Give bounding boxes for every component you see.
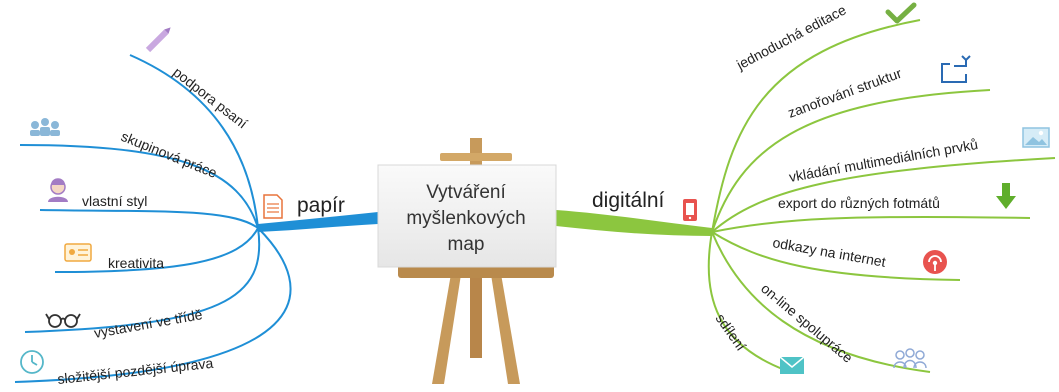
branch-line-skupinova-prace [19,144,259,229]
branch-line-editace [711,19,921,233]
branch-line-odkazy [711,231,961,281]
clock-icon [20,350,44,374]
branch-line-sdileni [707,231,786,371]
branch-label-editace: jednoduchá editace [733,1,849,73]
branch-label-vlastni-styl: vlastní styl [82,193,147,209]
branch-line-vystaveni [24,227,261,333]
branch-label-podpora-psani: podpora psaní [170,64,250,132]
branch-label-online: on-line spolupráce [758,280,856,366]
easel: Vytváření myšlenkových map [377,138,557,384]
right-branches [707,19,1056,373]
center-line-1: Vytváření [426,182,506,203]
image-icon [1022,127,1050,148]
board [377,164,557,268]
download-icon [996,183,1016,209]
broadcast-icon [923,250,947,274]
branch-label-vkladani: vkládání multimediálních prvků [788,136,979,185]
branch-label-skupinova-prace: skupinová práce [119,128,220,181]
glasses-icon [45,313,81,328]
branch-label-vystaveni: vystavení ve třídě [93,306,204,341]
person-icon [48,178,68,202]
branch-line-podpora-psani [129,54,259,229]
branch-line-kreativita [54,227,259,273]
nesting-icon [941,55,971,83]
people-icon [893,348,927,369]
easel-leg-right [490,268,520,384]
branch-label-slozitejsi: složitější pozdější úprava [57,355,214,387]
branch-label-kreativita: kreativita [108,255,164,271]
pencil-icon [145,27,171,53]
branch-label-export: export do různých fotmátů [778,195,940,211]
easel-top-bar [440,153,512,161]
branch-line-vlastni-styl [39,209,259,229]
branch-line-vkladani [711,157,1056,233]
branch-line-slozitejsi [14,227,292,383]
left-branches [14,54,292,383]
card-icon [64,243,92,262]
papir-underline [257,223,301,231]
branch-line-export [711,215,1031,233]
branch-line-online [711,231,931,373]
tablet-icon [683,199,697,221]
easel-leg-left [432,268,462,384]
center-line-2: myšlenkových [406,208,525,229]
center-line-3: map [448,234,485,255]
check-icon [885,2,917,24]
hub-label-digitalni: digitální [592,189,665,212]
document-icon [263,194,283,219]
easel-leg-center [470,268,482,358]
mail-icon [779,356,805,374]
branch-label-sdileni: sdílení [713,311,750,354]
digitalni-connector [556,210,712,236]
hub-label-papir: papír [297,194,345,217]
group-icon [30,118,60,136]
branch-line-zanorovani [711,89,991,233]
